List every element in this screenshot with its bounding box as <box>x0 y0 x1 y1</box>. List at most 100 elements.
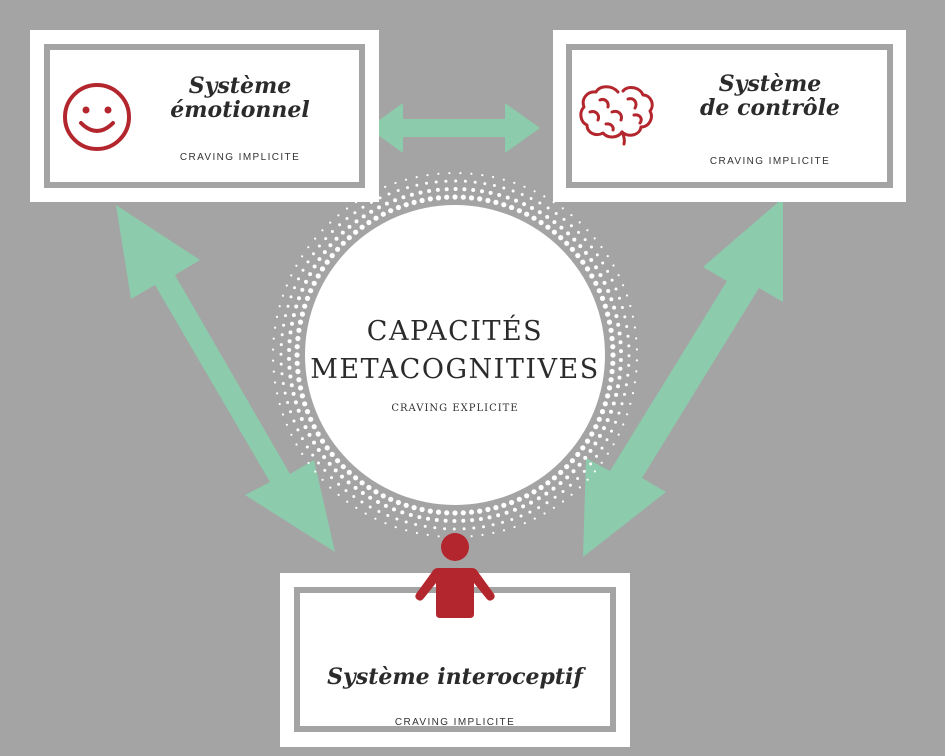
ring-dot <box>395 204 401 211</box>
ring-dot <box>304 279 308 284</box>
ring-dot <box>353 485 358 490</box>
ring-dot <box>329 451 335 457</box>
ring-dot <box>584 266 591 272</box>
ring-dot <box>338 223 342 227</box>
ring-dot <box>279 343 283 347</box>
ring-dot <box>280 333 284 337</box>
ring-dot <box>426 174 429 177</box>
ring-dot <box>616 384 620 389</box>
ring-dot <box>599 295 606 301</box>
ring-dot <box>272 337 275 340</box>
ring-dot <box>415 183 419 187</box>
ring-dot <box>583 250 588 255</box>
ring-dot <box>468 195 475 201</box>
ring-dot <box>443 527 447 531</box>
ring-dot <box>286 304 290 308</box>
ring-dot <box>312 264 317 269</box>
ring-dot <box>610 344 616 350</box>
ring-dot <box>471 188 476 192</box>
emotional-title-line2: émotionnel <box>170 97 310 124</box>
ring-dot <box>368 495 373 500</box>
ring-dot <box>618 366 623 371</box>
ring-dot <box>333 468 338 473</box>
ring-dot <box>529 500 533 505</box>
ring-dot <box>596 416 602 422</box>
ring-dot <box>345 207 349 210</box>
ring-dot <box>380 211 386 217</box>
ring-dot <box>335 246 341 252</box>
ring-dot <box>551 486 556 491</box>
emotional-craving-label: CRAVING IMPLICITE <box>179 152 301 163</box>
ring-dot <box>524 493 530 499</box>
ring-dot <box>383 503 388 508</box>
ring-dot <box>409 192 414 197</box>
ring-dot <box>384 185 387 188</box>
ring-dot <box>296 327 302 333</box>
control-system-inner: Système de contrôle CRAVING IMPLICITE <box>566 44 893 188</box>
ring-dot <box>635 337 638 340</box>
ring-dot <box>597 433 602 438</box>
ring-dot <box>403 502 409 508</box>
ring-dot <box>545 480 551 486</box>
ring-dot <box>569 224 573 228</box>
ring-dot <box>492 531 495 535</box>
ring-dot <box>623 315 627 319</box>
ring-dot <box>275 315 279 318</box>
ring-dot <box>625 294 629 297</box>
ring-dot <box>605 438 609 442</box>
ring-dot <box>286 401 290 404</box>
ring-dot <box>609 297 614 302</box>
ring-dot <box>314 237 317 240</box>
ring-dot <box>301 255 304 258</box>
ring-dot <box>324 259 330 265</box>
brain-icon <box>579 85 654 146</box>
control-title-line1: Système <box>718 71 822 97</box>
ring-dot <box>620 306 624 309</box>
ring-dot <box>460 194 466 200</box>
ring-dot <box>302 303 308 309</box>
ring-dot <box>355 506 358 509</box>
ring-dot <box>590 245 593 249</box>
ring-dot <box>435 195 442 201</box>
ring-dot <box>444 187 449 192</box>
ring-dot <box>302 401 308 407</box>
ring-dot <box>478 517 483 521</box>
ring-dot <box>312 252 315 256</box>
ring-dot <box>502 186 506 190</box>
ring-dot <box>593 280 599 286</box>
ring-dot <box>519 514 523 518</box>
ring-dot <box>281 413 285 416</box>
ring-dot <box>559 225 564 230</box>
ring-dot <box>605 418 610 423</box>
ring-dot <box>297 319 304 325</box>
ring-dot <box>427 196 433 202</box>
ring-dot <box>388 496 394 502</box>
ring-dot <box>321 229 324 232</box>
ring-dot <box>319 438 326 444</box>
ring-dot <box>300 287 305 292</box>
ring-dot <box>359 224 365 230</box>
ring-dot <box>635 370 638 373</box>
ring-dot <box>620 402 624 406</box>
ring-dot <box>404 178 408 181</box>
ring-dot <box>361 214 366 219</box>
ring-dot <box>595 253 599 257</box>
emotional-title-line1: Système <box>188 73 292 99</box>
ring-dot <box>617 411 621 415</box>
ring-dot <box>308 288 314 294</box>
ring-dot <box>521 504 526 509</box>
ring-dot <box>544 491 549 496</box>
ring-dot <box>437 172 440 175</box>
ring-dot <box>312 440 316 445</box>
ring-dot <box>522 202 527 207</box>
ring-dot <box>487 515 492 520</box>
ring-dot <box>631 315 635 318</box>
ring-dot <box>463 179 467 183</box>
ring-dot <box>570 493 573 496</box>
ring-dot <box>346 469 352 475</box>
interoceptive-title: Système interoceptif <box>327 664 583 690</box>
ring-dot <box>485 197 491 204</box>
ring-dot <box>434 180 438 184</box>
ring-dot <box>553 495 557 499</box>
ring-dot <box>617 331 622 336</box>
